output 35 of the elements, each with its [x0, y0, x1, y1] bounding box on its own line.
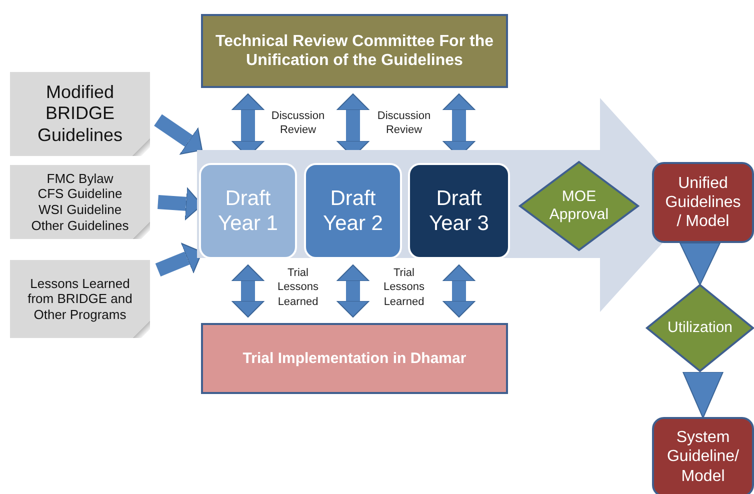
box-label: CFS Guideline	[38, 186, 122, 202]
result-box	[652, 162, 754, 243]
box-label: Trial Implementation in Dhamar	[242, 350, 466, 368]
block-arrow	[442, 264, 476, 318]
box-label: WSI Guideline	[38, 202, 122, 218]
input-note	[10, 165, 150, 239]
flow-triangle-arrow	[680, 242, 720, 286]
arrow-note: Discussion Review	[376, 109, 432, 138]
block-arrow	[232, 264, 264, 318]
box-label: Modified BRIDGE Guidelines	[36, 82, 124, 146]
result-box	[652, 417, 754, 494]
input-note	[10, 260, 150, 338]
box-label: Lessons Learned from BRIDGE and Other Programs	[26, 276, 134, 322]
block-arrow	[154, 114, 202, 155]
box-label: Draft Year 1	[217, 186, 279, 236]
flow-triangle-arrow	[682, 372, 724, 418]
draft-box	[304, 163, 402, 259]
draft-box	[408, 163, 510, 259]
arrow-note: Trial Lessons Learned	[382, 266, 426, 309]
trial-box	[201, 323, 508, 394]
diamond-label: Utilization	[667, 319, 733, 337]
box-label: Draft Year 2	[322, 186, 384, 236]
draft-box	[199, 163, 297, 259]
block-arrow	[155, 242, 202, 276]
arrow-note: Discussion Review	[270, 109, 326, 138]
box-label: Other Guidelines	[31, 218, 129, 234]
box-label: FMC Bylaw	[46, 170, 114, 186]
box-label: Unified Guidelines / Model	[664, 174, 742, 232]
box-label: Draft Year 3	[428, 186, 490, 236]
input-note	[10, 72, 150, 156]
diamond-label: MOE Approval	[548, 188, 610, 224]
box-label: Technical Review Committee For the Unification of the Guidelines	[214, 32, 494, 70]
arrow-note: Trial Lessons Learned	[276, 266, 320, 309]
committee-box	[201, 14, 508, 88]
box-label: System Guideline/ Model	[666, 428, 740, 486]
